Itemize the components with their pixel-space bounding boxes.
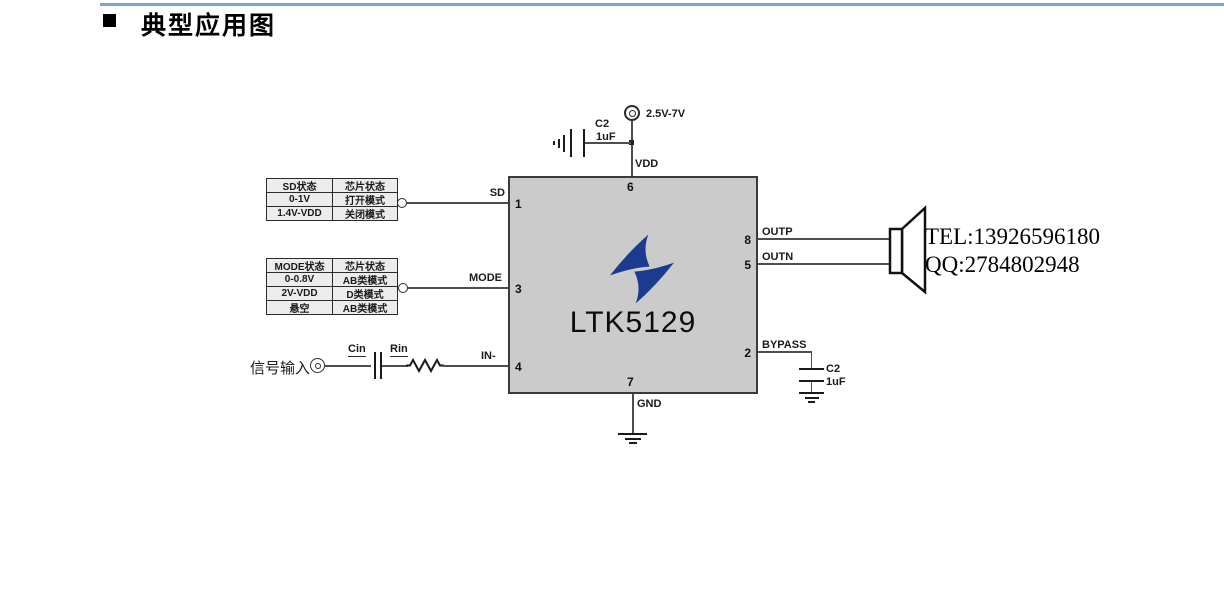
supply-range-label: 2.5V-7V [646,108,686,120]
sd-table-cell: 1.4V-VDD [267,207,332,220]
vdd-cap-value-label: 1uF [596,131,616,143]
pin-number-1: 1 [515,197,522,211]
pin-number-8: 8 [744,233,751,247]
sd-table-cell: 打开模式 [333,193,397,206]
contact-tel: TEL:13926596180 [925,224,1101,249]
mode-table-cell: 2V-VDD [267,287,332,300]
input-cap-ref-label: Cin [348,343,366,357]
bypass-cap-value-label: 1uF [826,376,846,388]
resistor-symbol [406,357,444,374]
vdd-cap-plate-right [583,129,585,157]
gnd-net-label: GND [637,398,662,410]
input-wire-3 [443,365,508,367]
pin-number-4: 4 [515,360,522,374]
supply-terminal-inner-circle [628,109,636,117]
mode-table-cell: AB类模式 [333,301,397,314]
gnd-bar-3 [628,442,637,444]
mode-table-cell: AB类模式 [333,273,397,286]
gnd-wire [632,394,634,433]
sd-table-header-2: 芯片状态 [333,179,397,192]
pin-number-3: 3 [515,282,522,296]
gnd-bar-2 [624,437,641,440]
outn-wire [758,263,890,265]
pin-number-5: 5 [744,258,751,272]
chip-logo-icon [610,234,674,304]
bypass-wire [758,351,812,353]
bypass-cap-plate-bottom [799,380,824,382]
section-title: 典型应用图 [141,12,277,40]
outn-net-label: OUTN [762,251,794,263]
input-wire-1 [325,365,371,367]
vdd-gnd-bar-3 [553,141,555,145]
bypass-gnd-bar-2 [804,396,819,399]
mode-terminal-circle [398,283,408,293]
sd-state-table: SD状态 芯片状态 0-1V 打开模式 1.4V-VDD 关闭模式 [266,178,398,221]
bypass-gnd-bar-1 [799,392,824,394]
bypass-cap-ref-label: C2 [826,363,841,375]
mode-table-cell: 悬空 [267,301,332,314]
bypass-wire-down-2 [810,382,812,392]
vdd-gnd-bar-2 [558,139,560,148]
mode-table-header-1: MODE状态 [267,259,332,272]
pin-number-2: 2 [744,346,751,360]
bypass-gnd-bar-3 [808,401,815,403]
vdd-cap-plate-left [570,129,572,157]
mode-state-table: MODE状态 芯片状态 0-0.8V AB类模式 2V-VDD D类模式 悬空 … [266,258,398,315]
bypass-wire-down-1 [810,352,812,368]
chip-body: 6 1 3 4 8 5 2 7 LTK5129 [508,176,758,394]
input-cap-plate-right [380,352,382,379]
gnd-bar-1 [618,433,647,435]
input-terminal-inner-circle [314,362,321,369]
pin-number-7: 7 [627,375,634,389]
mode-table-cell: 0-0.8V [267,273,332,286]
mode-table-cell: D类模式 [333,287,397,300]
sd-wire [407,202,508,204]
vdd-gnd-bar-1 [563,135,565,152]
outp-wire [758,238,890,240]
chip-name: LTK5129 [569,306,697,339]
vdd-cap-ref-label: C2 [595,118,610,130]
contact-qq: QQ:2784802948 [925,252,1080,277]
mode-net-label: MODE [469,272,502,284]
mode-table-header-2: 芯片状态 [333,259,397,272]
sd-net-label: SD [489,187,505,199]
sd-table-cell: 0-1V [267,193,332,206]
input-wire-2 [382,365,408,367]
signal-input-label: 信号输入 [250,360,311,377]
vdd-wire [631,121,633,176]
outp-net-label: OUTP [762,226,793,238]
input-res-ref-label: Rin [390,343,408,357]
speaker-icon [888,205,927,295]
pin-number-6: 6 [627,180,634,194]
vdd-junction-dot [629,140,634,145]
section-bullet-icon [103,14,116,27]
bypass-net-label: BYPASS [762,339,807,351]
sd-table-cell: 关闭模式 [333,207,397,220]
vdd-cap-wire [585,142,631,144]
header-rule [100,3,1224,6]
bypass-cap-plate-top [799,368,824,370]
sd-terminal-circle [397,198,407,208]
mode-wire [408,287,508,289]
vdd-net-label: VDD [635,158,659,170]
in-minus-net-label: IN- [481,350,496,362]
input-cap-plate-left [374,352,376,379]
sd-table-header-1: SD状态 [267,179,332,192]
